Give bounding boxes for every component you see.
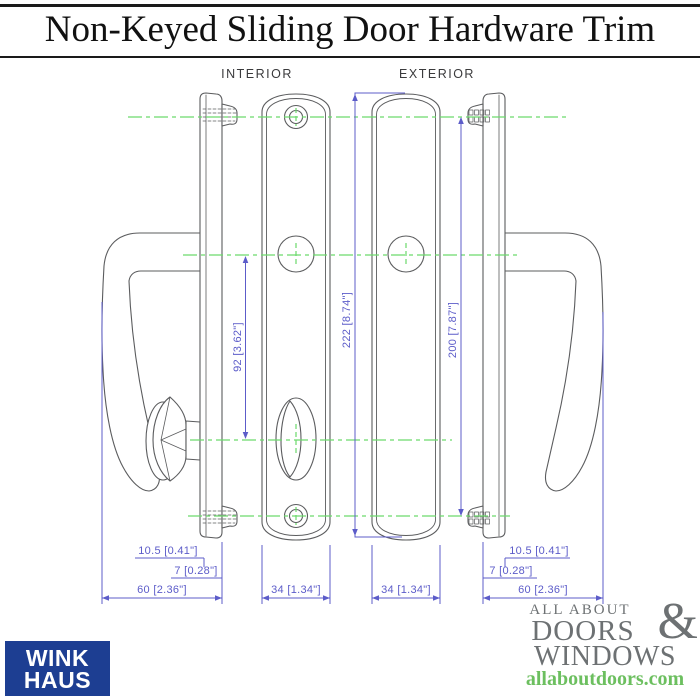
dim-interior-plate-width: 34 [1.34"] [271, 584, 321, 596]
dimension-annotations [101, 92, 604, 604]
dim-hole-spacing: 200 [7.87"] [447, 302, 459, 358]
exterior-spindle-hole [387, 235, 425, 273]
dim-right-edge-thickness: 10.5 [0.41"] [509, 545, 569, 557]
winkhaus-logo-line2: HAUS [23, 666, 92, 693]
interior-thumbturn-slot [275, 397, 317, 481]
exterior-handle-side-view [504, 232, 604, 492]
dim-left-overall-depth: 60 [2.36"] [137, 584, 187, 596]
interior-handle-side-view [101, 232, 201, 492]
winkhaus-logo: WINK HAUS [5, 641, 110, 696]
interior-trim-plate [261, 93, 331, 541]
ampersand-glyph: & [657, 593, 698, 650]
exterior-plate-edge-view [467, 92, 506, 539]
dim-right-overall-depth: 60 [2.36"] [518, 584, 568, 596]
title-bottom-rule [0, 56, 700, 58]
title-top-rule [0, 4, 700, 7]
interior-plate-edge-view [199, 92, 238, 539]
page-title: Non-Keyed Sliding Door Hardware Trim [44, 9, 656, 50]
exterior-view-label: EXTERIOR [399, 67, 475, 81]
logo-windows: WINDOWS [534, 641, 676, 672]
all-about-doors-windows-logo: & ALL ABOUT DOORS WINDOWS allaboutdoors.… [514, 596, 698, 690]
logo-doors: DOORS [531, 615, 635, 647]
interior-spindle-hole [277, 235, 315, 273]
winkhaus-logo-line1: WINK [25, 644, 90, 671]
dim-plate-length: 222 [8.74"] [341, 292, 353, 348]
exterior-trim-plate [371, 93, 441, 541]
interior-thumbturn-paddle [280, 400, 302, 478]
dim-spindle-to-thumbturn: 92 [3.62"] [232, 322, 244, 372]
dim-left-edge-thickness: 10.5 [0.41"] [138, 545, 198, 557]
dim-right-tab-depth: 7 [0.28"] [489, 565, 532, 577]
dim-left-tab-depth: 7 [0.28"] [174, 565, 217, 577]
logo-url: allaboutdoors.com [525, 668, 685, 690]
dim-exterior-plate-width: 34 [1.34"] [381, 584, 431, 596]
logo-all-about: ALL ABOUT [529, 602, 631, 618]
interior-view-label: INTERIOR [221, 67, 293, 81]
